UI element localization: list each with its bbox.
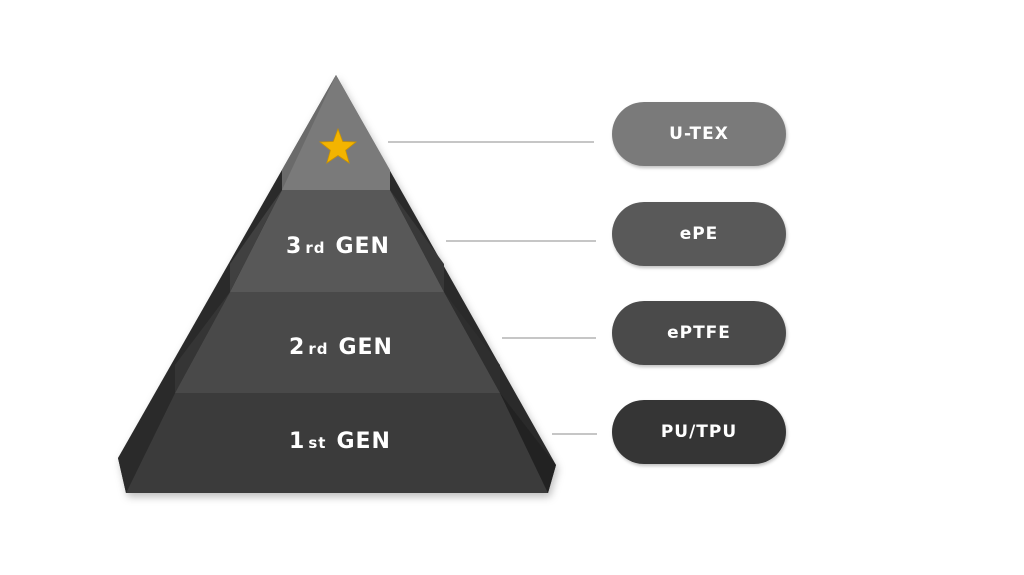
pyramid xyxy=(118,75,556,493)
star-icon xyxy=(318,127,358,164)
material-pill-epe: ePE xyxy=(612,202,786,266)
material-pill-eptfe: ePTFE xyxy=(612,301,786,365)
tier-third-gen xyxy=(230,190,444,292)
tier-first-gen xyxy=(118,393,556,493)
material-pill-pu-tpu: PU/TPU xyxy=(612,400,786,464)
material-label: PU/TPU xyxy=(660,422,738,442)
material-label: ePTFE xyxy=(667,323,731,343)
tier-top xyxy=(282,75,390,190)
tier-second-gen xyxy=(175,292,500,393)
material-label: ePE xyxy=(679,224,719,244)
material-pill-u-tex: U-TEX xyxy=(612,102,786,166)
material-label: U-TEX xyxy=(669,124,729,144)
